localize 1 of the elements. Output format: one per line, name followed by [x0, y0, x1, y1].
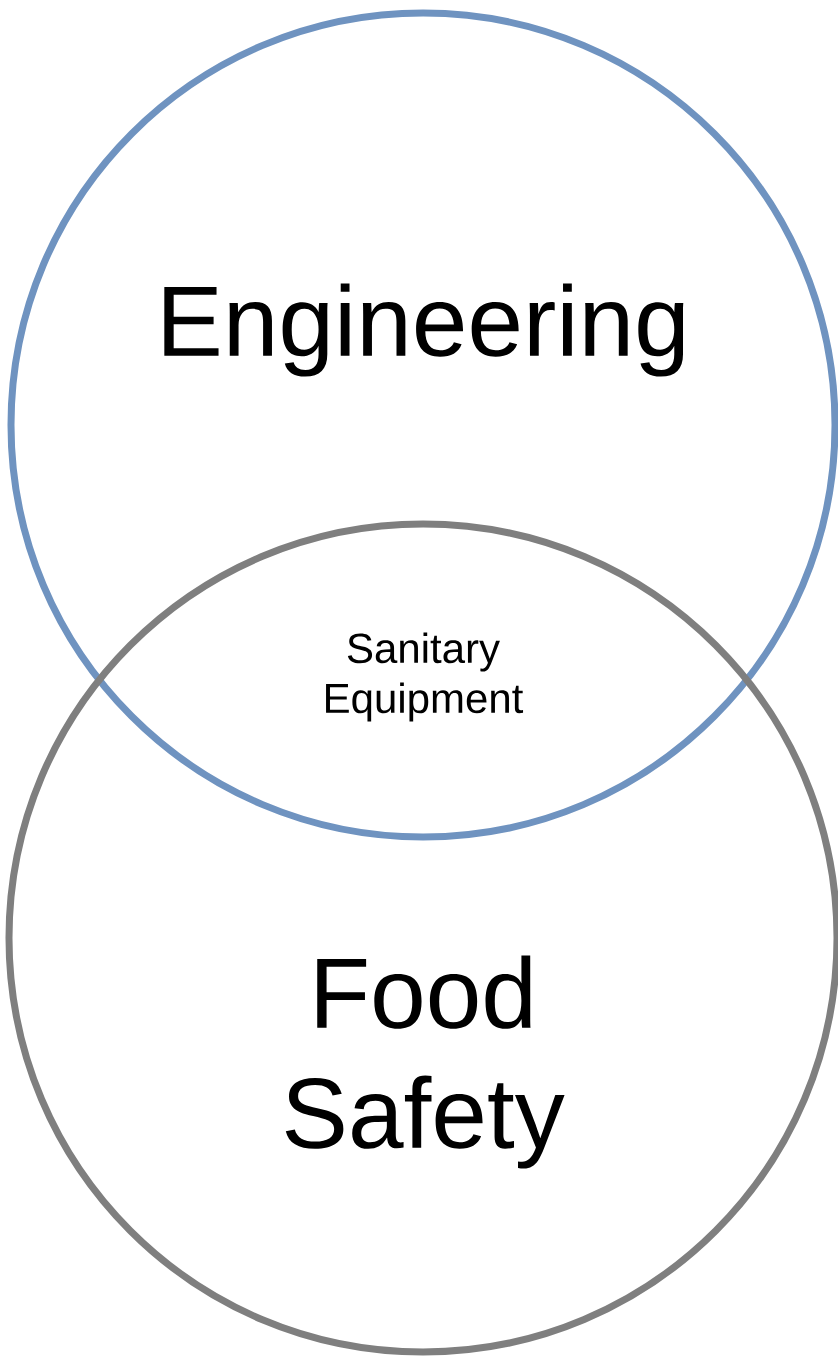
overlap-label: Sanitary Equipment — [326, 632, 524, 722]
